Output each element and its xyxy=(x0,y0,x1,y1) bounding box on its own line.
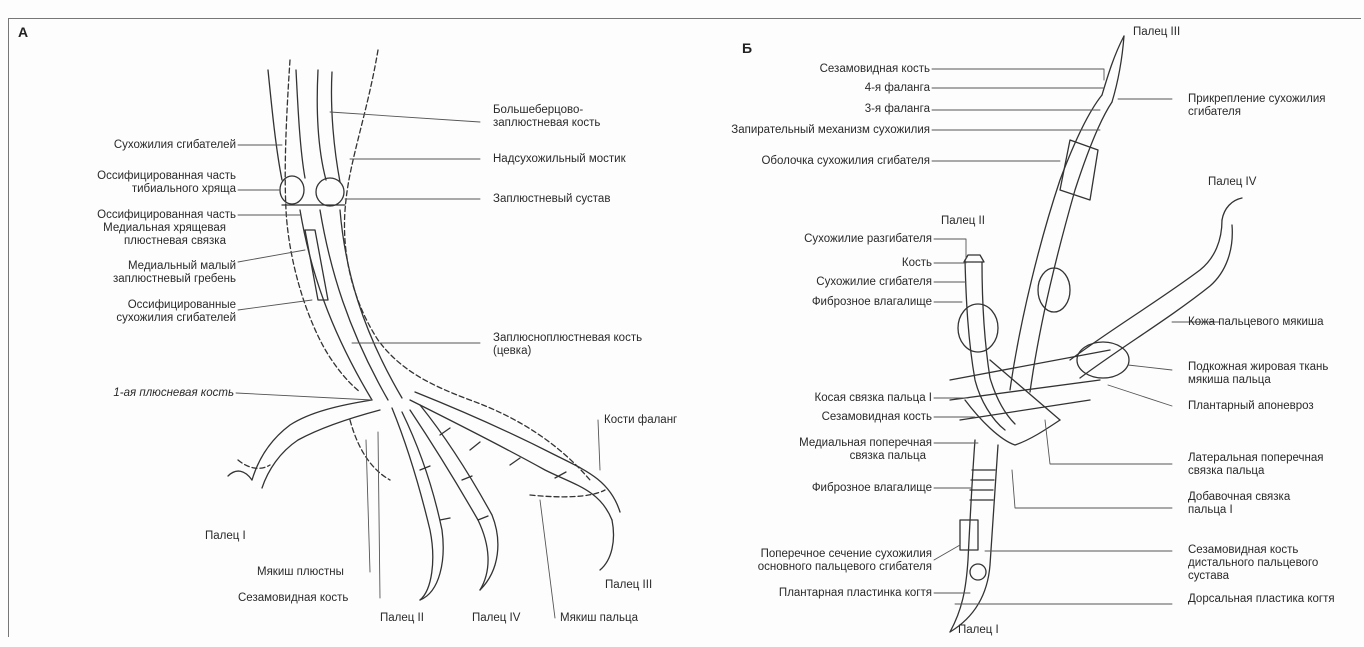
label-tarsometatarsus-2: (цевка) xyxy=(493,345,531,358)
label-digit-3-b: Палец III xyxy=(1133,26,1180,39)
label-ossified-tibial-2: тибиального хряща xyxy=(50,183,236,196)
label-tibiotarsus-1: Большеберцово- xyxy=(493,104,583,117)
label-digit-1-b: Палец I xyxy=(958,624,999,637)
label-fibrous-sheath-bottom: Фиброзное влагалище xyxy=(720,482,932,495)
label-flexor-attach-2: сгибателя xyxy=(1188,106,1241,119)
label-digit-4-b: Палец IV xyxy=(1208,176,1256,189)
panel-b-drawing xyxy=(950,36,1242,632)
label-fat-1: Подкожная жировая ткань xyxy=(1188,361,1328,374)
label-extensor-tendon: Сухожилие разгибателя xyxy=(720,233,932,246)
label-bone: Кость xyxy=(720,257,932,270)
label-metatarsal-1: 1-ая плюсневая кость xyxy=(50,387,234,400)
label-plantar-plate: Плантарная пластинка когтя xyxy=(700,587,932,600)
label-digit-1-a: Палец I xyxy=(205,530,246,543)
panel-b-letter: Б xyxy=(742,40,752,56)
panel-a-letter: А xyxy=(18,24,28,40)
label-phalanx-4: 4-я фаланга xyxy=(720,82,930,95)
label-cross-section-2: основного пальцевого сгибателя xyxy=(700,561,932,574)
label-digit-2-b: Палец II xyxy=(941,215,985,228)
label-accessory-1: Добавочная связка xyxy=(1188,491,1290,504)
label-medial-transverse-2: связка пальца xyxy=(720,450,926,463)
label-plantar-aponeurosis: Плантарный апоневроз xyxy=(1188,400,1314,413)
label-dorsal-plate: Дорсальная пластика когтя xyxy=(1188,593,1335,606)
label-sesamoid-a: Сезамовидная кость xyxy=(238,592,348,605)
label-flexor-attach-1: Прикрепление сухожилия xyxy=(1188,93,1325,106)
label-lateral-transverse-1: Латеральная поперечная xyxy=(1188,452,1324,465)
label-medial-transverse-1: Медиальная поперечная xyxy=(720,437,932,450)
label-accessory-2: пальца I xyxy=(1188,504,1233,517)
label-ossified-tibial-1: Оссифицированная часть xyxy=(50,170,236,183)
label-sesamoid-distal-3: сустава xyxy=(1188,570,1229,583)
label-medial-crest-1: Медиальный малый xyxy=(50,260,236,273)
label-sesamoid-top-b: Сезамовидная кость xyxy=(720,63,930,76)
label-ossified-tendons-2: сухожилия сгибателей xyxy=(50,312,236,325)
label-tarsometatarsus-1: Заплюсноплюстневая кость xyxy=(493,332,642,345)
label-sesamoid-mid-b: Сезамовидная кость xyxy=(720,411,932,424)
label-pad-skin: Кожа пальцевого мякиша xyxy=(1188,316,1324,329)
label-digital-pad-a: Мякиш пальца xyxy=(560,612,638,625)
label-metatarsal-pad: Мякиш плюстны xyxy=(257,566,344,579)
label-locking-mechanism: Запирательный механизм сухожилия xyxy=(650,124,930,137)
label-oblique-ligament: Косая связка пальца I xyxy=(720,392,932,405)
label-medial-ligament-1: Медиальная хрящевая xyxy=(50,222,226,235)
label-digit-3-a: Палец III xyxy=(605,579,652,592)
label-cross-section-1: Поперечное сечение сухожилия xyxy=(700,548,932,561)
label-flexor-tendons: Сухожилия сгибателей xyxy=(70,139,236,152)
label-sesamoid-distal-1: Сезамовидная кость xyxy=(1188,544,1298,557)
label-fibrous-sheath-top: Фиброзное влагалище xyxy=(720,296,932,309)
label-phalanx-3: 3-я фаланга xyxy=(720,103,930,116)
label-flexor-sheath: Оболочка сухожилия сгибателя xyxy=(700,155,930,168)
label-medial-crest-2: заплюстневый гребень xyxy=(50,273,236,286)
label-tibiotarsus-2: заплюстневая кость xyxy=(493,117,600,130)
label-ossified-part: Оссифицированная часть xyxy=(50,209,236,222)
label-medial-ligament-2: плюстневая связка xyxy=(50,235,226,248)
label-fat-2: мякиша пальца xyxy=(1188,374,1271,387)
label-digit-2-a: Палец II xyxy=(380,612,424,625)
label-intertarsal-joint: Заплюстневый сустав xyxy=(493,193,610,206)
label-supratendinal-bridge: Надсухожильный мостик xyxy=(493,153,626,166)
label-phalanges: Кости фаланг xyxy=(604,414,677,427)
panel-a-drawing xyxy=(228,50,620,600)
label-digit-4-a: Палец IV xyxy=(472,612,520,625)
label-lateral-transverse-2: связка пальца xyxy=(1188,465,1264,478)
label-ossified-tendons-1: Оссифицированные xyxy=(50,299,236,312)
label-flexor-tendon: Сухожилие сгибателя xyxy=(720,276,932,289)
label-sesamoid-distal-2: дистального пальцевого xyxy=(1188,557,1318,570)
